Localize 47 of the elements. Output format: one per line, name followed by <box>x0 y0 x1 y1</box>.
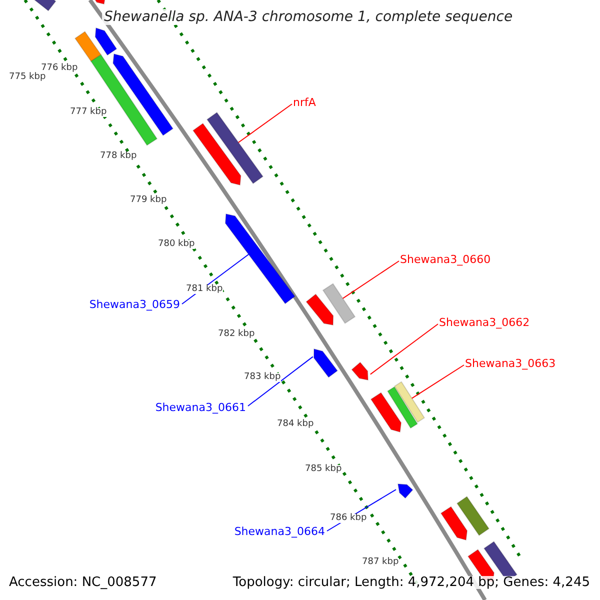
leader-line <box>370 324 438 375</box>
gene-feature-pointed <box>112 53 174 136</box>
gene-feature <box>206 112 264 184</box>
gene-label: Shewana3_0662 <box>439 317 530 328</box>
gene-label: Shewana3_0661 <box>155 402 246 413</box>
gene-label: Shewana3_0660 <box>400 254 491 265</box>
gene-feature <box>34 0 56 12</box>
footer-text: Topology: circular; Length: 4,972,204 bp; Genes: 4,245 <box>232 576 590 589</box>
gene-feature-pointed <box>397 483 414 499</box>
leader-line <box>342 260 400 299</box>
gene-feature-pointed <box>94 27 118 56</box>
scale-label: 775 kbp <box>9 73 46 82</box>
scale-label: 785 kbp <box>305 465 342 474</box>
gene-label: Shewana3_0663 <box>465 358 556 369</box>
scale-label: 780 kbp <box>158 240 195 249</box>
gene-label: Shewana3_0659 <box>89 299 180 310</box>
title: Shewanella sp. ANA-3 chromosome 1, complete sequence <box>102 9 515 25</box>
gene-feature <box>456 496 490 536</box>
gene-feature-pointed <box>93 0 106 5</box>
gene-label: nrfA <box>293 97 316 108</box>
scale-label: 784 kbp <box>277 420 314 429</box>
gene-feature-pointed <box>306 294 334 326</box>
footer-text: Accession: NC_008577 <box>9 576 157 589</box>
gene-feature <box>386 386 418 429</box>
gene-feature-pointed <box>370 392 402 433</box>
scale-label: 781 kbp <box>186 285 223 294</box>
scale-label: 776 kbp <box>41 64 78 73</box>
scale-label: 783 kbp <box>244 373 281 382</box>
gene-feature-pointed <box>351 362 369 381</box>
gene-feature <box>322 283 356 324</box>
gene-feature <box>394 381 426 423</box>
gene-feature-pointed <box>440 506 468 541</box>
gene-feature-pointed <box>313 348 338 378</box>
scale-label: 778 kbp <box>100 152 137 161</box>
gene-feature-pointed <box>192 122 242 186</box>
scale-label: 779 kbp <box>130 196 167 205</box>
gene-feature-pointed <box>224 213 296 304</box>
scale-label: 782 kbp <box>218 330 255 339</box>
leader-line <box>238 104 292 143</box>
gene-feature <box>74 30 102 62</box>
leader-line <box>248 356 314 406</box>
leader-line <box>411 364 464 399</box>
scale-label: 787 kbp <box>362 558 399 567</box>
scale-label: 786 kbp <box>330 514 367 523</box>
gene-feature <box>90 54 158 146</box>
gene-label: Shewana3_0664 <box>234 526 325 537</box>
scale-label: 777 kbp <box>70 108 107 117</box>
